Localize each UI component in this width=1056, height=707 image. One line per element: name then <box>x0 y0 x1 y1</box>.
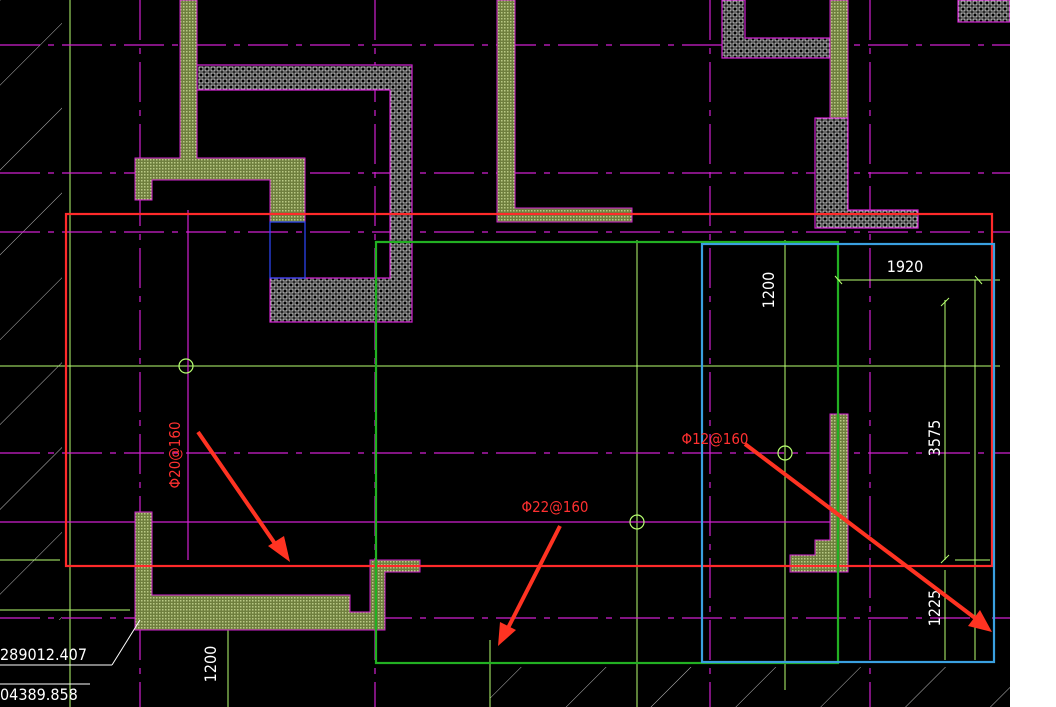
blue-opening <box>269 221 306 279</box>
dim-1920: 1920 <box>887 257 924 276</box>
coordinate-leader <box>0 619 141 685</box>
walls <box>134 0 849 631</box>
dim-1200-top: 1200 <box>759 272 778 309</box>
dim-3575: 3575 <box>925 420 944 457</box>
annotation-arrows <box>196 430 992 646</box>
dim-1225: 1225 <box>925 590 944 627</box>
cad-drawing-viewport[interactable]: 1920 1200 3575 1225 1200 Φ20@160 Φ22@160… <box>0 0 1010 707</box>
dimension-lines <box>784 245 983 660</box>
dim-1200-bottom: 1200 <box>201 646 220 683</box>
red-rebar-zone[interactable] <box>64 212 994 568</box>
cad-drawing: 1920 1200 3575 1225 1200 Φ20@160 Φ22@160… <box>0 0 1010 707</box>
rebar-label-left: Φ20@160 <box>166 421 184 488</box>
axis-circles <box>178 358 793 530</box>
green-rebar-zone[interactable] <box>374 240 840 665</box>
soil-hatch-bottom <box>490 667 1010 707</box>
coordinate-2: 04389.858 <box>0 685 78 704</box>
soil-hatch-left <box>0 0 62 620</box>
rebar-label-middle: Φ22@160 <box>521 498 588 516</box>
dotted-structures <box>196 0 1010 323</box>
blue-rebar-zone[interactable] <box>700 242 996 664</box>
coordinate-1: 289012.407 <box>0 645 87 664</box>
rebar-label-right: Φ12@160 <box>681 430 748 448</box>
